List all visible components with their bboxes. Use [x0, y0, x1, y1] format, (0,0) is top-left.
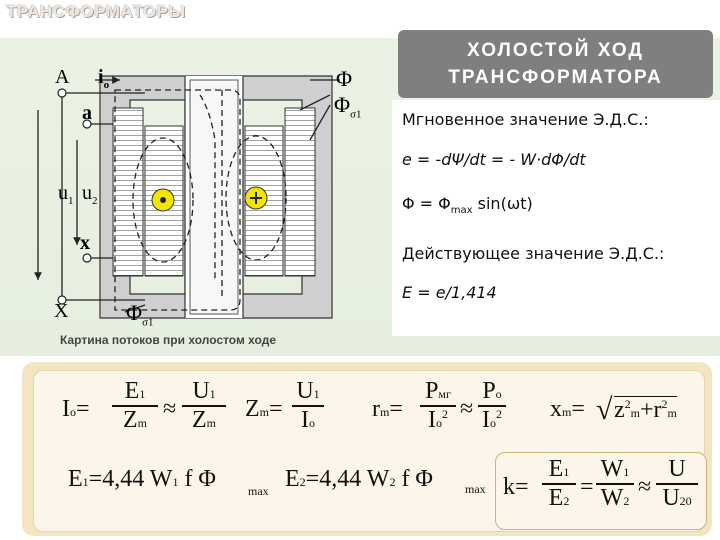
fraction-E1-E2: E1 E2 — [540, 456, 578, 512]
formula-k: k= — [503, 474, 529, 500]
fraction-U1-I0: U1 Io — [290, 378, 326, 434]
max-label-2: max — [465, 482, 486, 496]
eq-k-1: = — [580, 474, 594, 500]
diagram-caption: Картина потоков при холостом ходе — [60, 333, 276, 347]
label-X: X — [54, 300, 69, 322]
heading-line-1: ХОЛОСТОЙ ХОД — [467, 40, 644, 61]
secondary-winding-left — [112, 107, 144, 277]
label-Phi-s1: Φσ1 — [334, 92, 362, 121]
label-x: x — [80, 232, 90, 254]
page-title: ТРАНСФОРМАТОРЫ — [6, 2, 186, 21]
approx-2: ≈ — [460, 396, 474, 422]
flux-lines — [114, 89, 287, 311]
formula-E2: E2=4,44 W2 f Φ — [285, 466, 433, 492]
fraction-U1-Zm: U1 Zm — [180, 378, 228, 434]
k-ratio-box — [495, 452, 707, 530]
text-line-2: e = -dΨ/dt = - W·dΦ/dt — [402, 150, 586, 169]
label-io: io — [98, 66, 110, 91]
circuit-wires — [34, 76, 340, 313]
fraction-P0-I0sq: Po Io2 — [476, 378, 508, 434]
heading-banner — [398, 30, 713, 98]
label-u2: u2 — [82, 182, 98, 207]
fraction-Pmg-I0sq: Pмг Io2 — [418, 378, 458, 434]
label-Phi-bottom: Φσ1 — [126, 300, 154, 329]
sqrt-symbol: √ — [596, 393, 613, 426]
text-line-4: Действующее значение Э.Д.С.: — [402, 244, 665, 263]
label-a: a — [82, 102, 92, 124]
approx-1: ≈ — [163, 396, 177, 422]
formula-xm-rhs: z2m+r2m — [614, 396, 677, 423]
max-label-1: max — [248, 484, 269, 498]
emf-text-panel — [392, 100, 720, 336]
formula-xm: xm= — [550, 396, 585, 422]
label-Phi: Φ — [336, 66, 353, 91]
transformer-diagram — [34, 75, 340, 319]
text-line-5: E = e/1,414 — [402, 283, 497, 302]
label-u1: u1 — [58, 182, 74, 207]
text-line-1: Мгновенное значение Э.Д.С.: — [402, 110, 649, 129]
fraction-W1-W2: W1 W2 — [594, 456, 636, 512]
fraction-E1-Zm: E1 Zm — [110, 378, 160, 434]
secondary-winding-right — [284, 107, 316, 277]
approx-3: ≈ — [638, 474, 652, 500]
text-line-3: Φ = Φmax sin(ωt) — [402, 194, 533, 217]
fraction-U-U20: U U20 — [654, 456, 700, 512]
formula-rm: rm= — [372, 396, 403, 422]
formula-Zm: Zm= — [245, 396, 283, 422]
terminals — [57, 88, 92, 305]
core — [99, 75, 333, 319]
formula-E1: E1=4,44 W1 f Φ — [68, 466, 216, 492]
formula-I0: Io= — [62, 396, 90, 422]
label-A: A — [55, 66, 70, 88]
heading-line-2: ТРАНСФОРМАТОРА — [448, 67, 663, 88]
